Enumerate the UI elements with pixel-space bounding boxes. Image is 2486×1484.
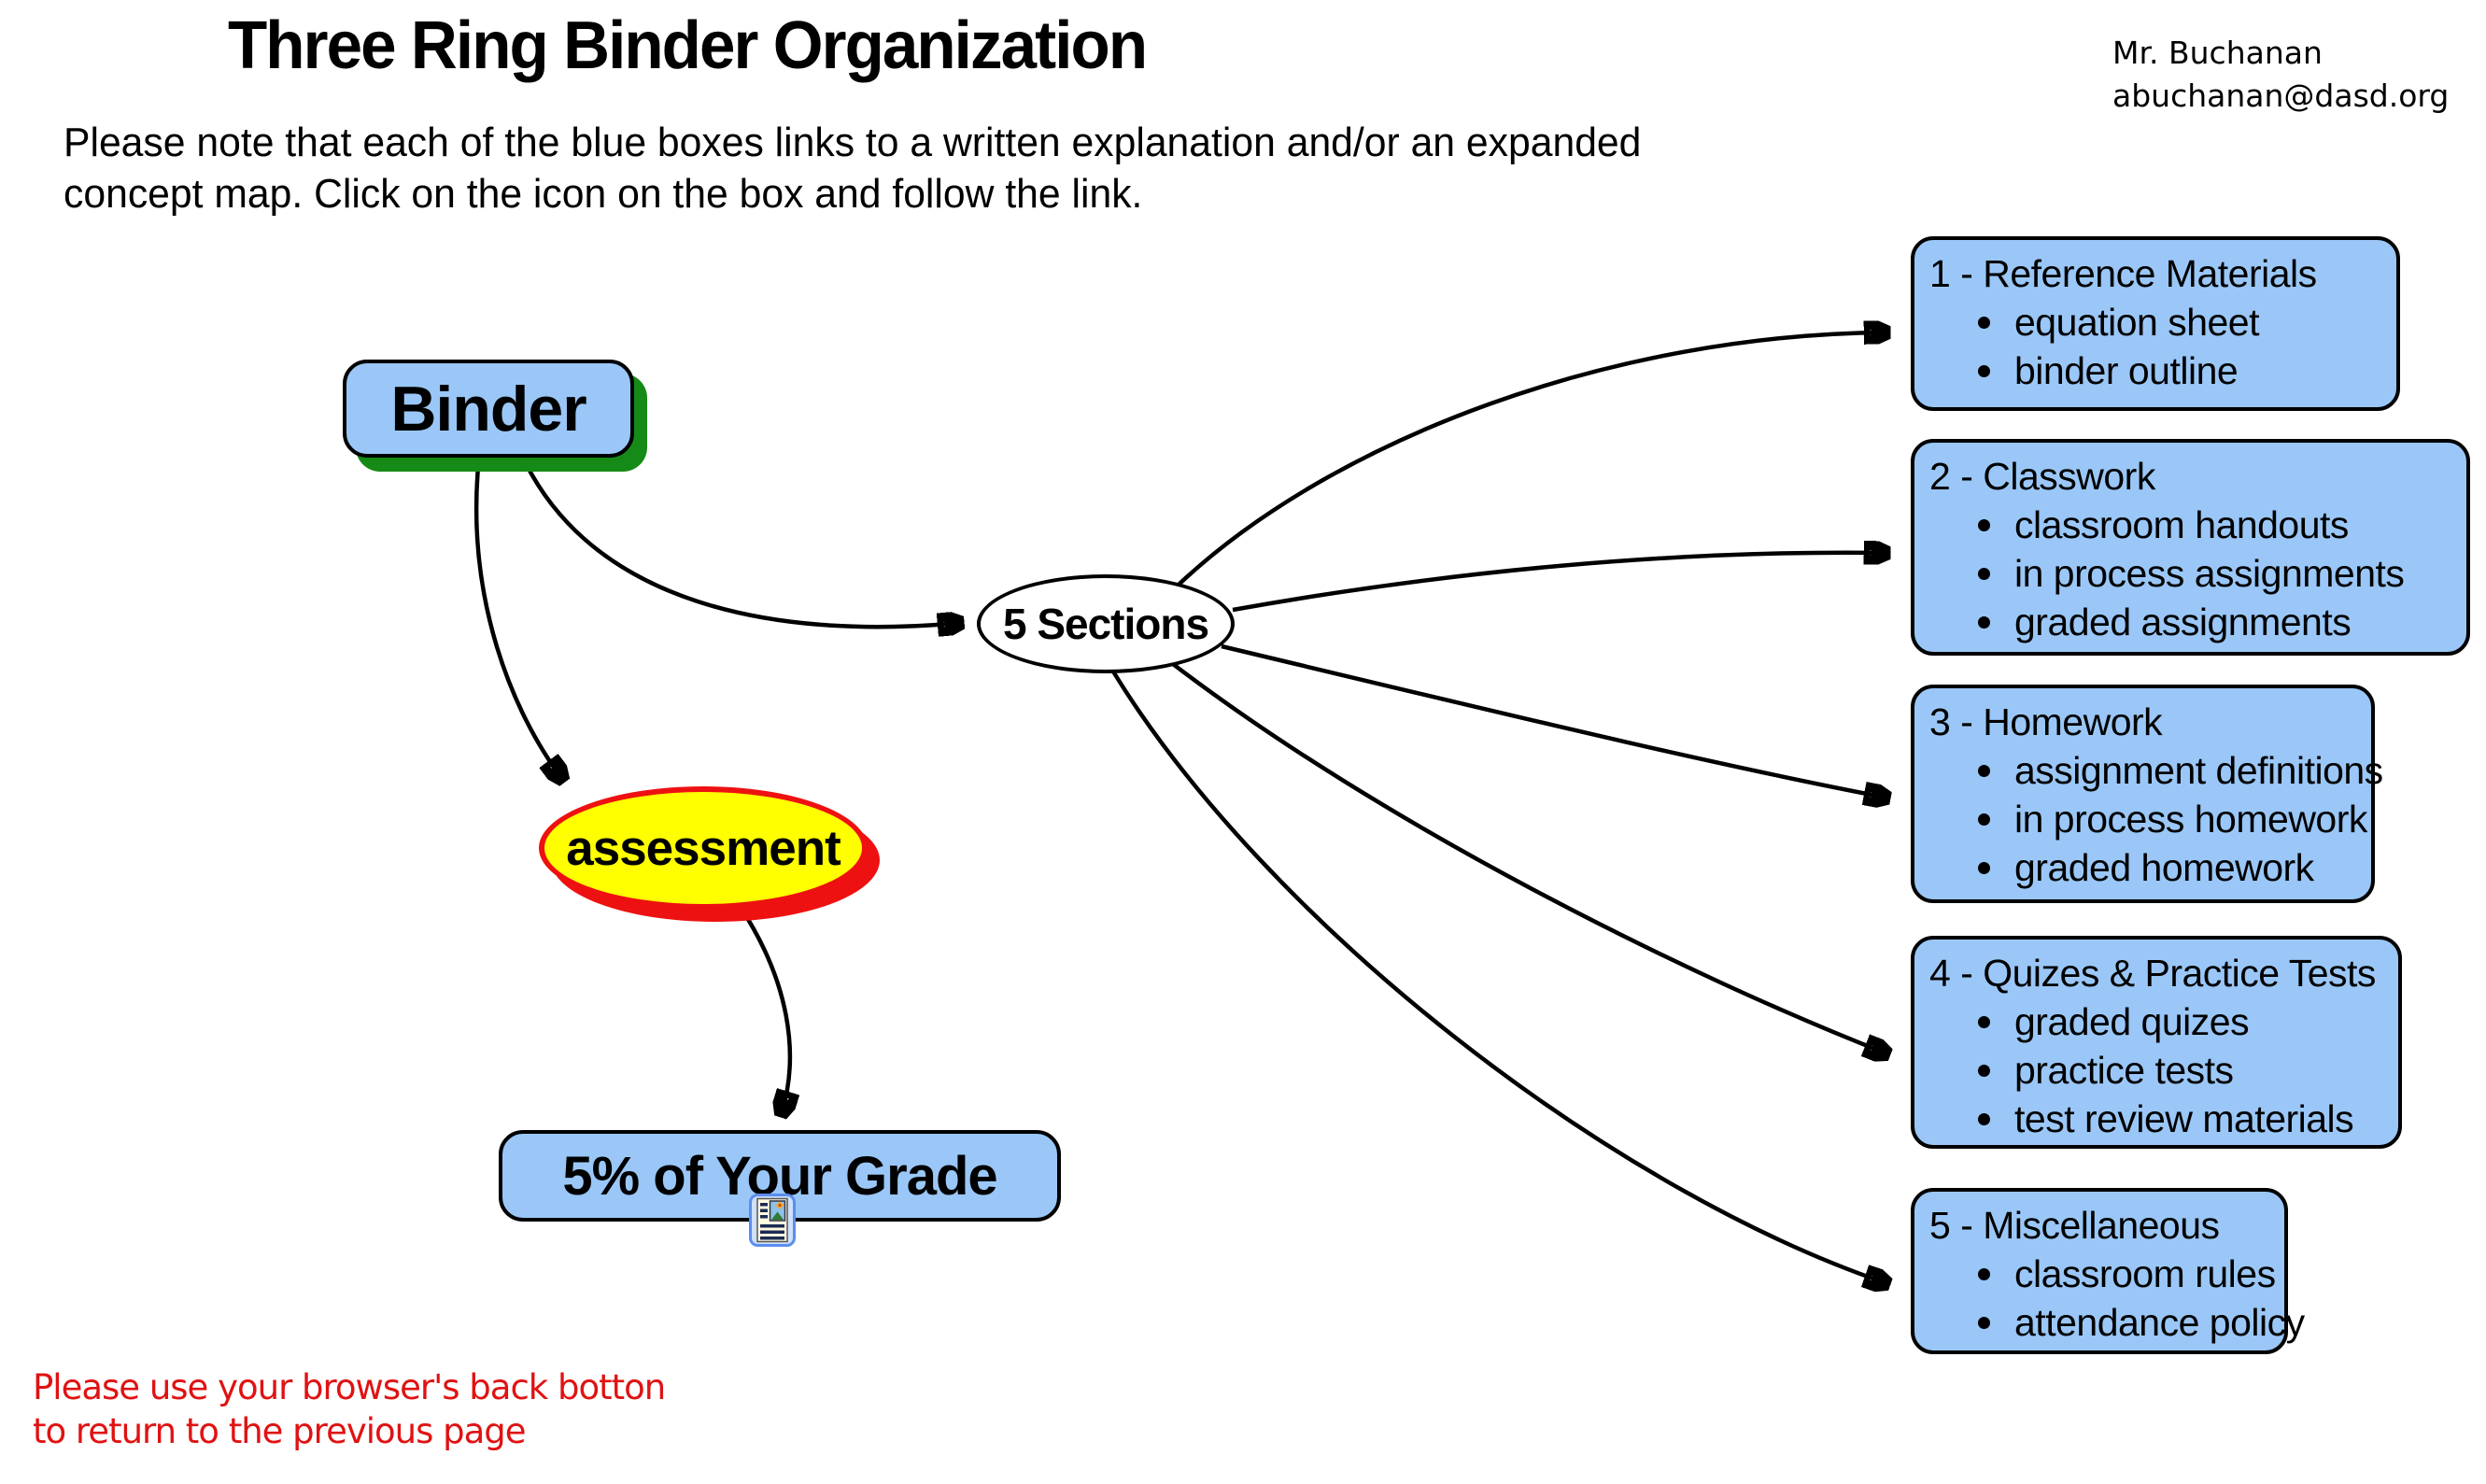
bullet-icon — [1978, 567, 1990, 580]
section-item: practice tests — [2014, 1049, 2234, 1092]
section-title: 4 - Quizes & Practice Tests — [1929, 952, 2376, 995]
section-box-homework[interactable]: 3 - Homework assignment definitions in p… — [1911, 685, 2383, 903]
bullet-icon — [1978, 813, 1990, 826]
section-item: assignment definitions — [2014, 749, 2383, 792]
section-item: equation sheet — [2014, 301, 2260, 344]
intro-note: Please note that each of the blue boxes … — [64, 118, 1641, 219]
intro-line-2: concept map. Click on the icon on the bo… — [64, 170, 1143, 217]
connector-sections-to-box1 — [1177, 332, 1886, 587]
bullet-icon — [1978, 1112, 1990, 1125]
section-item: attendance policy — [2014, 1301, 2305, 1344]
bullet-icon — [1978, 1015, 1990, 1028]
bullet-icon — [1978, 861, 1990, 874]
connector-binder-to-sections — [526, 465, 960, 627]
section-item: in process assignments — [2014, 552, 2405, 595]
section-title: 1 - Reference Materials — [1929, 252, 2317, 295]
document-link-icon[interactable] — [749, 1194, 796, 1247]
bullet-icon — [1978, 518, 1990, 531]
author-contact: Mr. Buchanan abuchanan@dasd.org — [2112, 32, 2449, 117]
connector-sections-to-box4 — [1171, 662, 1886, 1053]
connector-assessment-to-grade — [738, 904, 790, 1113]
connector-sections-to-box2 — [1232, 553, 1886, 613]
section-item: graded quizes — [2014, 1000, 2250, 1043]
sections-hub-label: 5 Sections — [1002, 600, 1209, 648]
page-title: Three Ring Binder Organization — [228, 8, 1148, 83]
author-name: Mr. Buchanan — [2112, 35, 2323, 71]
bullet-icon — [1978, 1064, 1990, 1077]
bullet-icon — [1978, 364, 1990, 377]
section-title: 3 - Homework — [1929, 700, 2163, 743]
section-title: 2 - Classwork — [1929, 455, 2155, 498]
section-item: classroom handouts — [2014, 503, 2349, 546]
assessment-node: assessment — [539, 786, 868, 910]
section-item: binder outline — [2014, 349, 2239, 392]
section-box-miscellaneous[interactable]: 5 - Miscellaneous classroom rules attend… — [1911, 1188, 2305, 1354]
connector-binder-to-assessment — [473, 466, 562, 779]
bullet-icon — [1978, 764, 1990, 777]
sections-hub-node: 5 Sections — [977, 574, 1235, 673]
intro-line-1: Please note that each of the blue boxes … — [64, 120, 1642, 165]
connector-sections-to-box3 — [1221, 643, 1886, 798]
connector-sections-to-box5 — [1111, 670, 1886, 1283]
bullet-icon — [1978, 1267, 1990, 1280]
section-item: graded homework — [2014, 846, 2314, 889]
binder-label: Binder — [390, 373, 586, 445]
section-item: test review materials — [2014, 1097, 2354, 1140]
section-box-reference-materials[interactable]: 1 - Reference Materials equation sheet b… — [1911, 236, 2400, 411]
back-button-note-line-2: to return to the previous page — [33, 1411, 527, 1452]
section-item: classroom rules — [2014, 1252, 2276, 1295]
back-button-note: Please use your browser's back botton to… — [33, 1365, 666, 1454]
section-item: in process homework — [2014, 798, 2367, 841]
assessment-label: assessment — [566, 820, 840, 876]
section-item: graded assignments — [2014, 601, 2352, 643]
author-email: abuchanan@dasd.org — [2112, 77, 2450, 114]
bullet-icon — [1978, 1316, 1990, 1329]
section-box-quizes-practice-tests[interactable]: 4 - Quizes & Practice Tests graded quize… — [1911, 936, 2402, 1149]
bullet-icon — [1978, 615, 1990, 629]
binder-node: Binder — [343, 360, 634, 458]
bullet-icon — [1978, 316, 1990, 329]
section-box-classwork[interactable]: 2 - Classwork classroom handouts in proc… — [1911, 439, 2470, 656]
section-title: 5 - Miscellaneous — [1929, 1204, 2220, 1247]
back-button-note-line-1: Please use your browser's back botton — [33, 1367, 666, 1407]
